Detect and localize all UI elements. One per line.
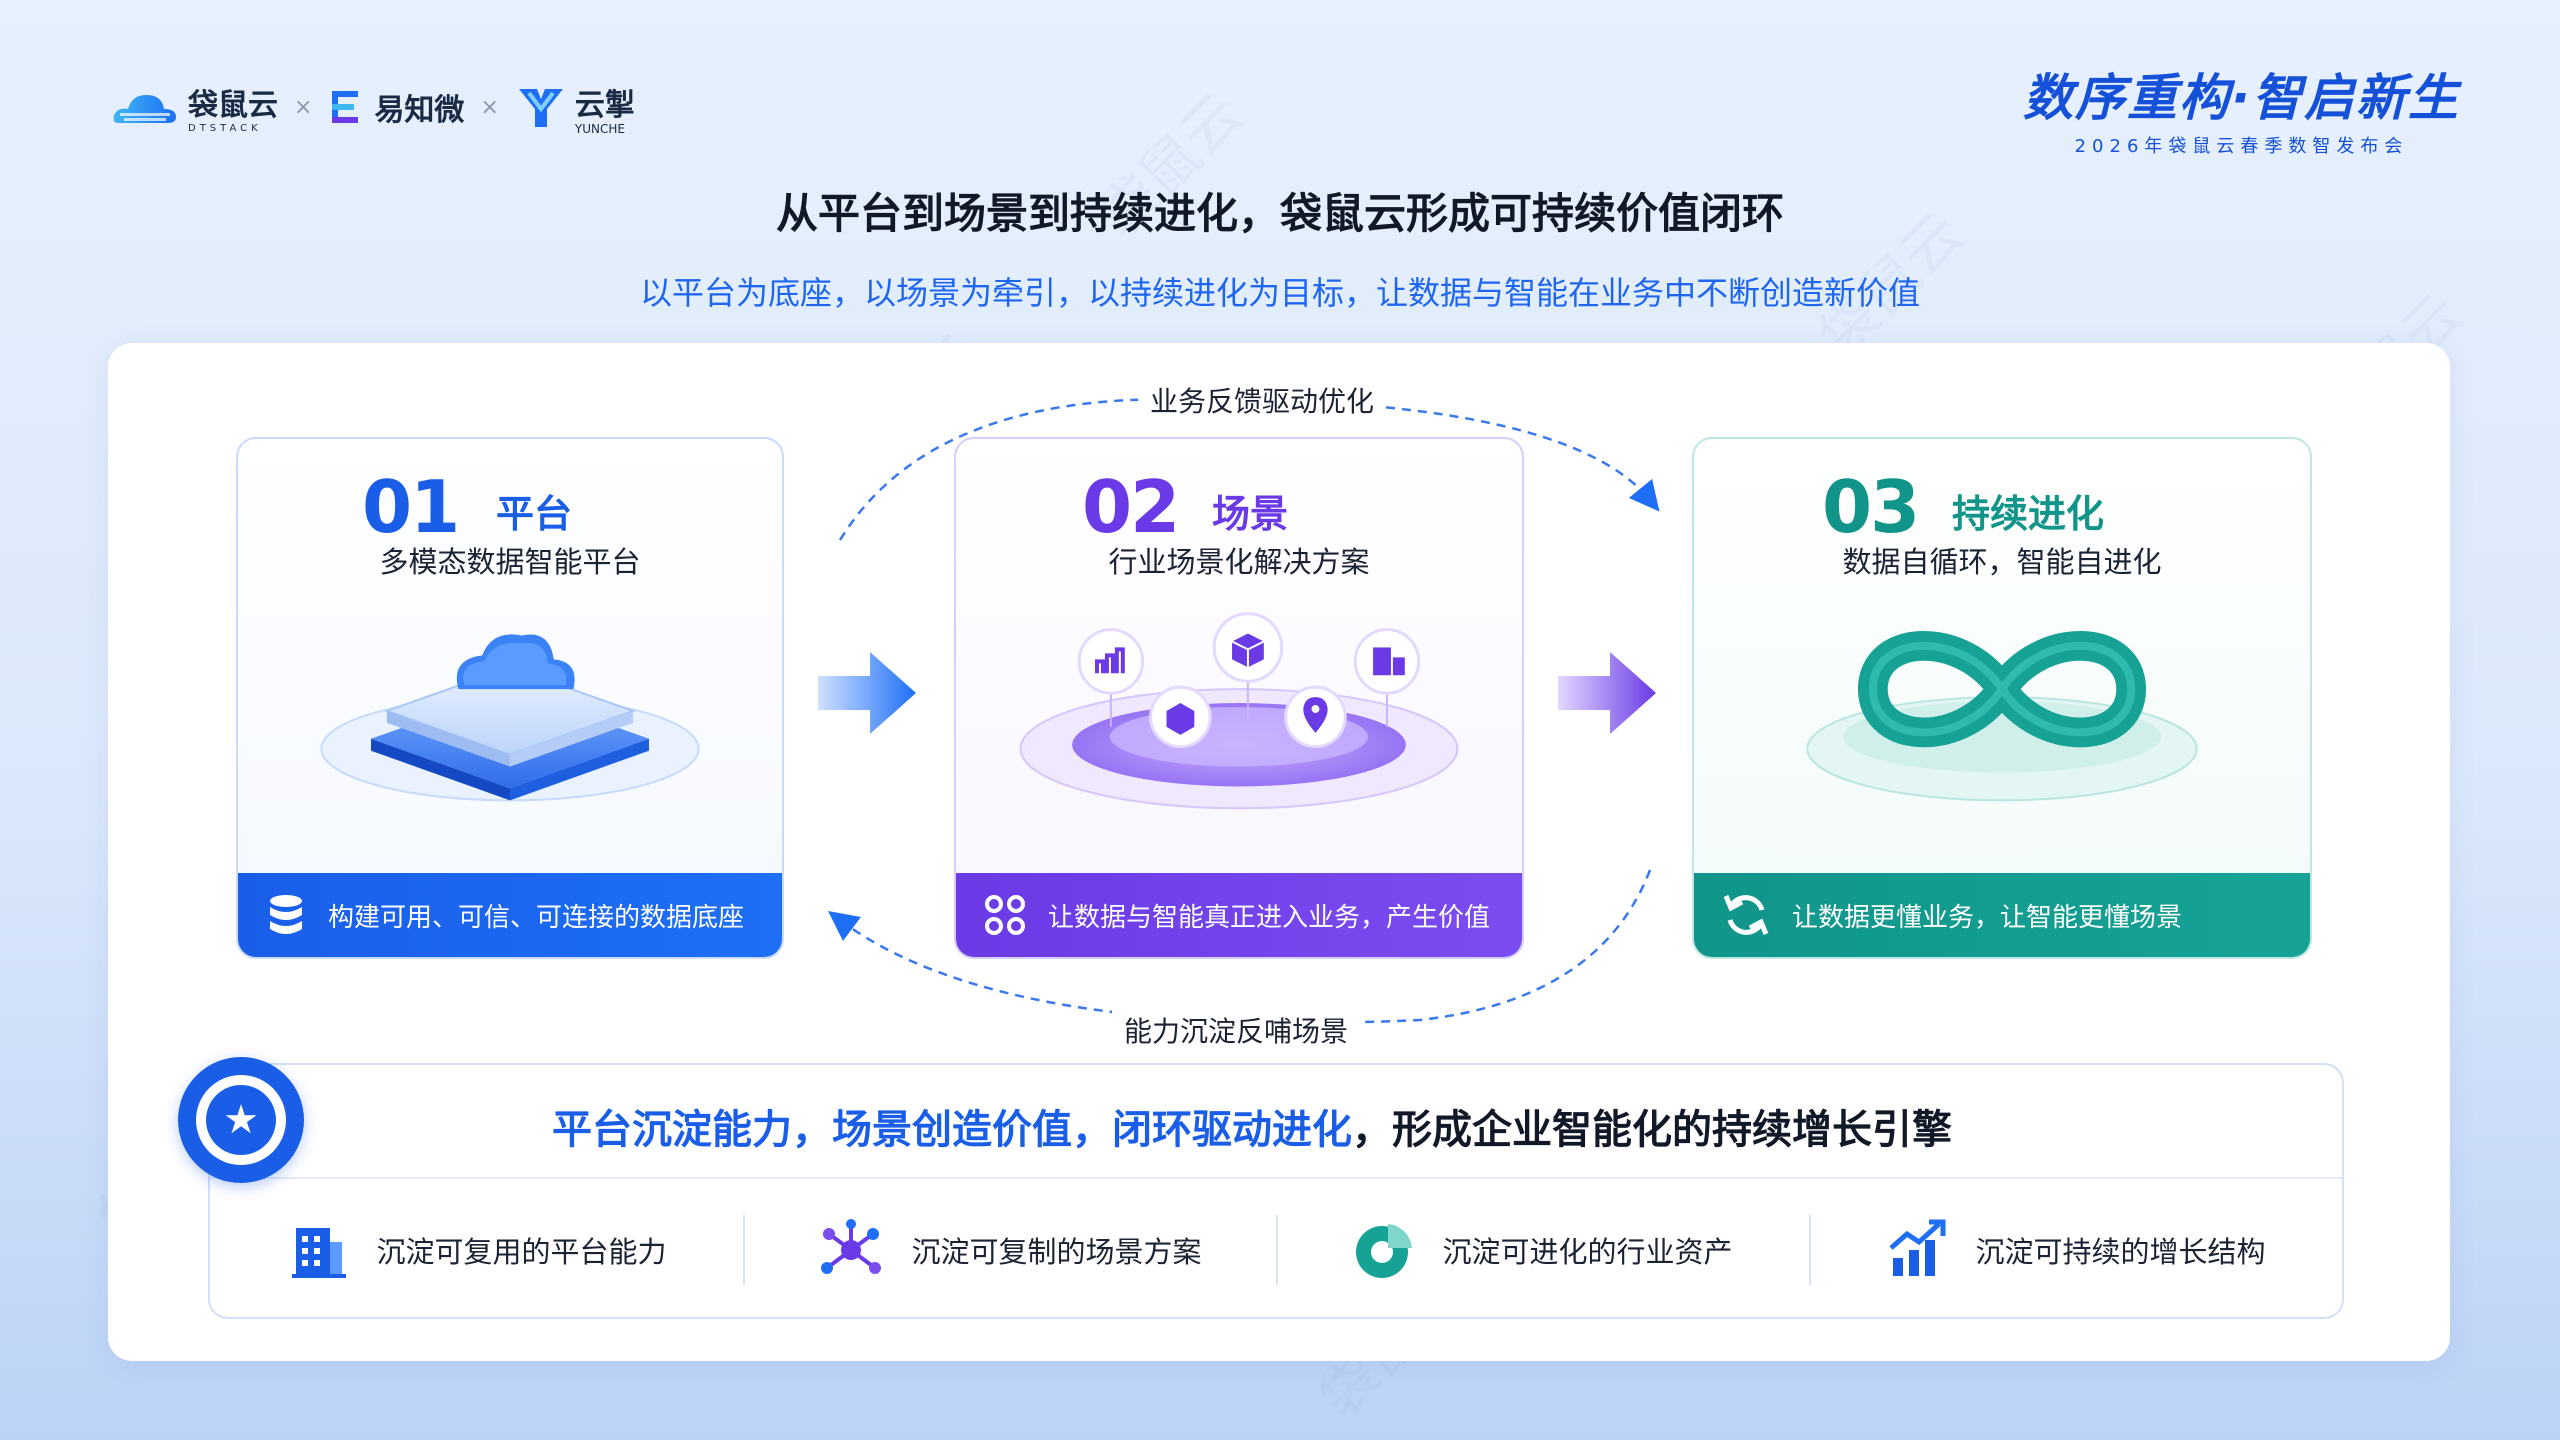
loop-label-top: 业务反馈驱动优化 — [1138, 380, 1387, 420]
card-number: 02 — [1082, 465, 1180, 549]
card-title: 场景 — [1212, 492, 1289, 536]
asset-item: 沉淀可进化的行业资产 — [1276, 1179, 1809, 1321]
asset-list: 沉淀可复用的平台能力 沉淀可复制的场景方案 沉淀可进化的行业资产 — [210, 1179, 2342, 1321]
summary-rest: ，形成企业智能化的持续增长引擎 — [1352, 1107, 1952, 1153]
flow-arrow-1-icon — [818, 652, 916, 734]
flow-arrow-2-icon — [1558, 652, 1656, 734]
growth-chart-icon — [1889, 1219, 1946, 1276]
card-evolution: 03 持续进化 数据自循环，智能自进化 让数据更懂业务，让智能更懂场景 — [1692, 437, 2312, 959]
card-title: 平台 — [496, 492, 573, 536]
logo-separator: × — [294, 94, 313, 120]
card-footer: 让数据与智能真正进入业务，产生价值 — [956, 873, 1522, 957]
pie-chart-icon — [1356, 1224, 1413, 1278]
card-scenario: 02 场景 行业场景化解决方案 让数据与智能真正进入业务，产生价值 — [954, 437, 1524, 959]
asset-label: 沉淀可进化的行业资产 — [1442, 1235, 1733, 1269]
partner-logos: 袋鼠云 DTSTACK × 易知微 × 云掣 YUNCHE — [110, 80, 635, 136]
asset-item: 沉淀可复用的平台能力 — [210, 1179, 743, 1321]
asset-label: 沉淀可复制的场景方案 — [911, 1235, 1202, 1269]
yunche-logo: 云掣 YUNCHE — [515, 80, 635, 136]
asset-label: 沉淀可复用的平台能力 — [376, 1235, 667, 1269]
yizhiwei-logo: 易知微 — [328, 85, 464, 129]
star-icon: ★ — [206, 1085, 276, 1155]
event-subtitle: 2026年袋鼠云春季数智发布会 — [2074, 136, 2409, 157]
card-footer-text: 让数据更懂业务，让智能更懂场景 — [1792, 902, 2183, 933]
yunche-name: 云掣 — [574, 88, 635, 123]
summary-headline-row: 平台沉淀能力，场景创造价值，闭环驱动进化，形成企业智能化的持续增长引擎 — [210, 1065, 2342, 1179]
card-title: 持续进化 — [1952, 492, 2105, 536]
network-icon — [821, 1219, 882, 1274]
asset-item: 沉淀可复制的场景方案 — [743, 1179, 1276, 1321]
dtstack-logo: 袋鼠云 DTSTACK — [110, 80, 278, 134]
dtstack-name: 袋鼠云 — [188, 88, 278, 123]
cloud-logo-icon — [113, 95, 176, 123]
summary-headline: 平台沉淀能力，场景创造价值，闭环驱动进化，形成企业智能化的持续增长引擎 — [552, 1097, 1952, 1155]
yizhiwei-name: 易知微 — [374, 93, 465, 128]
star-badge: ★ — [178, 1057, 304, 1183]
scenario-hub-illustration — [1019, 612, 1459, 810]
star-badge-ring: ★ — [196, 1075, 286, 1165]
card-footer-text: 构建可用、可信、可连接的数据底座 — [328, 902, 745, 933]
summary-highlight: 平台沉淀能力，场景创造价值，闭环驱动进化 — [552, 1107, 1352, 1153]
cloud-platform-illustration — [320, 634, 700, 802]
yunche-sub: YUNCHE — [574, 122, 625, 136]
summary-box: 平台沉淀能力，场景创造价值，闭环驱动进化，形成企业智能化的持续增长引擎 沉淀可复… — [208, 1063, 2344, 1319]
grid-apps-icon — [985, 895, 1025, 935]
dtstack-sub: DTSTACK — [188, 123, 262, 134]
card-number: 01 — [362, 465, 460, 549]
card-number: 03 — [1822, 465, 1920, 549]
card-platform: 01 平台 多模态数据智能平台 构建可用、可信、可连接的数据底座 — [236, 437, 784, 959]
logo-separator: × — [480, 94, 499, 120]
loop-label-bottom: 能力沉淀反哺场景 — [1112, 1010, 1361, 1050]
event-brand: 数序重构·智启新生 2026年袋鼠云春季数智发布会 — [2023, 58, 2460, 158]
database-icon — [270, 895, 302, 934]
card-footer: 构建可用、可信、可连接的数据底座 — [238, 873, 782, 957]
event-title: 数序重构·智启新生 — [2023, 69, 2460, 127]
card-description: 行业场景化解决方案 — [1108, 545, 1370, 579]
refresh-cycle-icon — [1723, 895, 1769, 935]
building-icon — [292, 1228, 347, 1278]
yunche-mark-icon — [518, 89, 563, 127]
asset-label: 沉淀可持续的增长结构 — [1975, 1235, 2266, 1269]
card-description: 多模态数据智能平台 — [379, 545, 641, 579]
yizhiwei-mark-icon — [332, 91, 359, 123]
card-footer: 让数据更懂业务，让智能更懂场景 — [1694, 873, 2310, 957]
page-subtitle: 以平台为底座，以场景为牵引，以持续进化为目标，让数据与智能在业务中不断创造新价值 — [639, 274, 1920, 312]
infinity-loop-illustration — [1806, 631, 2198, 802]
asset-item: 沉淀可持续的增长结构 — [1809, 1179, 2342, 1321]
page-title: 从平台到场景到持续进化，袋鼠云形成可持续价值闭环 — [775, 189, 1784, 238]
card-description: 数据自循环，智能自进化 — [1842, 545, 2162, 579]
card-footer-text: 让数据与智能真正进入业务，产生价值 — [1048, 902, 1491, 933]
